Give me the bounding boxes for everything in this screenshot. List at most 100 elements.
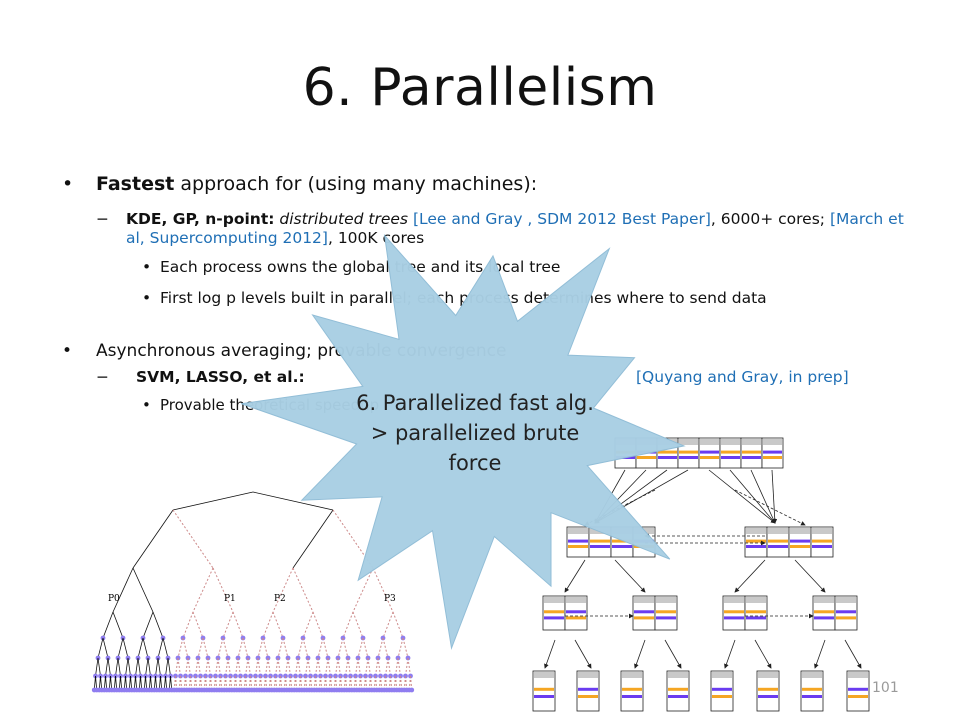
data-bar — [746, 616, 766, 620]
data-bar — [544, 616, 564, 620]
tree-edge — [385, 657, 389, 677]
data-bar — [566, 610, 586, 614]
process-cell — [532, 670, 556, 712]
tree-edge — [275, 657, 279, 677]
process-cell — [666, 670, 690, 712]
tree-edge — [125, 657, 129, 677]
citation-march[interactable]: [March et al, Supercomputing 2012] — [126, 210, 904, 247]
data-bar — [679, 450, 698, 454]
process-header — [622, 672, 642, 678]
tree-edge — [117, 637, 124, 659]
process-header — [814, 597, 834, 603]
data-bar — [768, 545, 788, 548]
tree-edge — [237, 637, 244, 659]
tree-edge — [387, 657, 391, 677]
tree-edge — [342, 611, 354, 639]
process-header — [568, 528, 588, 534]
data-bar — [758, 687, 778, 691]
data-bar — [566, 616, 586, 620]
process-cell — [620, 670, 644, 712]
tree-edge — [252, 491, 334, 511]
tree-edge — [222, 611, 234, 639]
data-bar — [742, 450, 761, 454]
data-bar — [578, 687, 598, 691]
callout-text: 6. Parallelized fast alg. > parallelized… — [356, 391, 594, 475]
data-bar — [724, 610, 744, 614]
data-bar — [763, 450, 782, 454]
data-bar — [700, 450, 719, 454]
bullet-dot-icon: • — [142, 396, 151, 414]
tree-edge — [317, 657, 321, 677]
tree-edge — [212, 567, 234, 613]
tree-edge — [182, 611, 194, 639]
tree-edge — [175, 657, 179, 677]
tree-edge — [145, 657, 149, 677]
tree-edge — [207, 657, 211, 677]
data-bar — [679, 456, 698, 459]
arrow — [564, 559, 586, 593]
process-header — [566, 597, 586, 603]
process-header — [679, 439, 698, 445]
starburst-callout-shape — [241, 233, 686, 651]
bullet-dot-icon: • — [142, 289, 152, 307]
citation-quyang-gray[interactable]: [Quyang and Gray, in prep] — [636, 368, 849, 386]
data-bar — [724, 616, 744, 620]
tree-edge — [202, 637, 209, 659]
data-bar — [544, 610, 564, 614]
arrow — [750, 469, 776, 524]
data-bar — [763, 456, 782, 459]
tree-edge — [367, 657, 371, 677]
process-header — [768, 528, 788, 534]
citation-lee-gray[interactable]: [Lee and Gray , SDM 2012 Best Paper] — [412, 210, 711, 228]
data-bar — [590, 545, 610, 548]
data-bar — [812, 545, 832, 548]
data-bar — [836, 616, 856, 620]
tree-node — [409, 687, 415, 693]
tree-edge — [107, 657, 111, 677]
tree-edge — [365, 657, 369, 677]
tree-edge — [377, 657, 381, 677]
tree-edge — [302, 637, 309, 659]
bullet-dot-icon: • — [62, 173, 74, 195]
subsub-bullet-owns: • Each process owns the global tree and … — [142, 258, 900, 277]
process-header — [763, 439, 782, 445]
tree-edge — [205, 657, 209, 677]
data-bar — [814, 610, 834, 614]
tree-edge — [297, 657, 301, 677]
tree-edge — [352, 611, 364, 639]
tree-edge — [167, 657, 171, 677]
process-header — [634, 597, 654, 603]
label-p3: P3 — [384, 594, 396, 604]
arrow — [734, 489, 806, 526]
tree-edge — [237, 657, 241, 677]
data-bar — [758, 695, 778, 698]
arrow — [544, 639, 556, 669]
data-bar — [637, 456, 656, 459]
tree-edge — [112, 567, 134, 613]
process-header — [836, 597, 856, 603]
tree-edge — [197, 637, 204, 659]
data-bar — [578, 695, 598, 698]
tree-edge — [257, 637, 264, 659]
tree-edge — [162, 637, 169, 659]
tree-edge — [305, 657, 309, 677]
tree-edge — [97, 657, 101, 677]
tree-edge — [337, 637, 344, 659]
data-bar — [568, 539, 588, 543]
data-bar — [634, 610, 654, 614]
tree-edge — [352, 567, 374, 613]
dash-icon: − — [96, 368, 109, 386]
tree-edge — [177, 637, 184, 659]
subbullet-text: , 6000+ cores; — [710, 210, 830, 228]
bullet-bold-text: Fastest — [96, 173, 175, 195]
tree-edge — [192, 611, 204, 639]
tree-edge — [232, 611, 244, 639]
arrow — [734, 559, 766, 593]
subsub-bullet-text: Each process owns the global tree and it… — [160, 258, 561, 276]
tree-edge — [287, 657, 291, 677]
label-p1: P1 — [224, 594, 236, 604]
tree-edge — [405, 657, 409, 677]
data-bar — [668, 687, 688, 691]
tree-edge — [142, 611, 154, 639]
tree-edge — [242, 637, 249, 659]
